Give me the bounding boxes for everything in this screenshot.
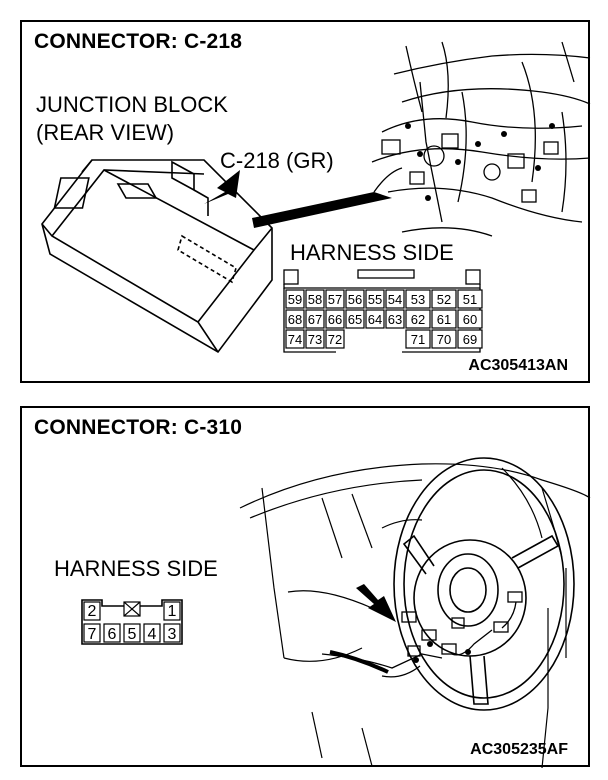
pin-cell bbox=[83, 601, 101, 621]
connector-outline bbox=[81, 599, 183, 645]
pin-number: 52 bbox=[437, 292, 451, 307]
pin-number: 1 bbox=[168, 603, 177, 620]
pin-cell bbox=[431, 289, 457, 309]
key-cross bbox=[123, 601, 141, 617]
pin-cell bbox=[385, 309, 405, 329]
pin-number: 59 bbox=[288, 292, 302, 307]
pin-cell bbox=[325, 309, 345, 329]
pin-cell bbox=[305, 309, 325, 329]
pin-number: 65 bbox=[348, 312, 362, 327]
pin-cell bbox=[285, 329, 305, 349]
pin-cell bbox=[405, 309, 431, 329]
pin-number: 71 bbox=[411, 332, 425, 347]
pin-cell bbox=[457, 289, 483, 309]
pin-cell bbox=[345, 289, 365, 309]
pin-cell bbox=[285, 289, 305, 309]
pin-number: 62 bbox=[411, 312, 425, 327]
pin-cell bbox=[143, 623, 161, 643]
pin-number: 51 bbox=[463, 292, 477, 307]
figure-code: AC305413AN bbox=[468, 357, 568, 374]
pin-number: 53 bbox=[411, 292, 425, 307]
pin-number: 72 bbox=[328, 332, 342, 347]
pin-number: 54 bbox=[388, 292, 402, 307]
pin-number: 57 bbox=[328, 292, 342, 307]
pin-cell bbox=[365, 309, 385, 329]
pin-number: 5 bbox=[128, 626, 137, 643]
pin-cell bbox=[123, 623, 141, 643]
pin-number: 74 bbox=[288, 332, 302, 347]
pin-cell bbox=[325, 289, 345, 309]
callout-label: C-218 (GR) bbox=[220, 148, 334, 173]
pin-cell bbox=[163, 623, 181, 643]
pin-cell bbox=[431, 329, 457, 349]
pin-number: 4 bbox=[148, 626, 157, 643]
pin-number: 66 bbox=[328, 312, 342, 327]
junction-block-drawing: 59 58 57 56 55 54 53 52 51 68 67 66 65 64 63 62 61 60 74 73… bbox=[41, 41, 591, 354]
pin-number: 7 bbox=[88, 626, 97, 643]
pin-cell bbox=[365, 289, 385, 309]
pin-cell bbox=[325, 329, 345, 349]
pin-number: 6 bbox=[108, 626, 117, 643]
pin-cell bbox=[431, 309, 457, 329]
panel-title: CONNECTOR: C-218 bbox=[34, 30, 243, 53]
pin-number: 63 bbox=[388, 312, 402, 327]
pin-number: 64 bbox=[368, 312, 382, 327]
pin-number: 69 bbox=[463, 332, 477, 347]
pin-number: 73 bbox=[308, 332, 322, 347]
pin-number: 58 bbox=[308, 292, 322, 307]
pin-cell bbox=[385, 289, 405, 309]
pin-number: 67 bbox=[308, 312, 322, 327]
junction-block-label: JUNCTION BLOCK bbox=[36, 92, 228, 117]
rear-view-label: (REAR VIEW) bbox=[36, 120, 175, 145]
pin-number: 68 bbox=[288, 312, 302, 327]
pin-cell bbox=[163, 601, 181, 621]
pin-cell bbox=[405, 329, 431, 349]
pin-cell bbox=[405, 289, 431, 309]
connector-c218-panel: CONNECTOR: C-218 JUNCTION BLOCK (REAR VI… bbox=[20, 20, 591, 383]
pin-cell bbox=[457, 329, 483, 349]
connector-c310-panel: CONNECTOR: C-310 HARNESS SIDE AC305235AF bbox=[20, 406, 591, 769]
harness-side-label: HARNESS SIDE bbox=[54, 556, 218, 581]
pin-cell bbox=[305, 289, 325, 309]
pin-number: 2 bbox=[88, 603, 97, 620]
pin-cell bbox=[345, 309, 365, 329]
pin-number: 60 bbox=[463, 312, 477, 327]
pin-number: 3 bbox=[168, 626, 177, 643]
pin-number: 70 bbox=[437, 332, 451, 347]
connector-c218-pins: 59 58 57 56 55 54 53 52 51 68 67 66 65 64 63 62 61 60 74 73… bbox=[285, 289, 483, 349]
pin-number: 61 bbox=[437, 312, 451, 327]
panel-title: CONNECTOR: C-310 bbox=[34, 416, 243, 439]
pin-number: 56 bbox=[348, 292, 362, 307]
pin-cell bbox=[103, 623, 121, 643]
pin-number: 55 bbox=[368, 292, 382, 307]
pin-cell bbox=[305, 329, 325, 349]
harness-side-label: HARNESS SIDE bbox=[290, 240, 454, 265]
pin-cell bbox=[457, 309, 483, 329]
pin-cell bbox=[83, 623, 101, 643]
pin-cell bbox=[285, 309, 305, 329]
